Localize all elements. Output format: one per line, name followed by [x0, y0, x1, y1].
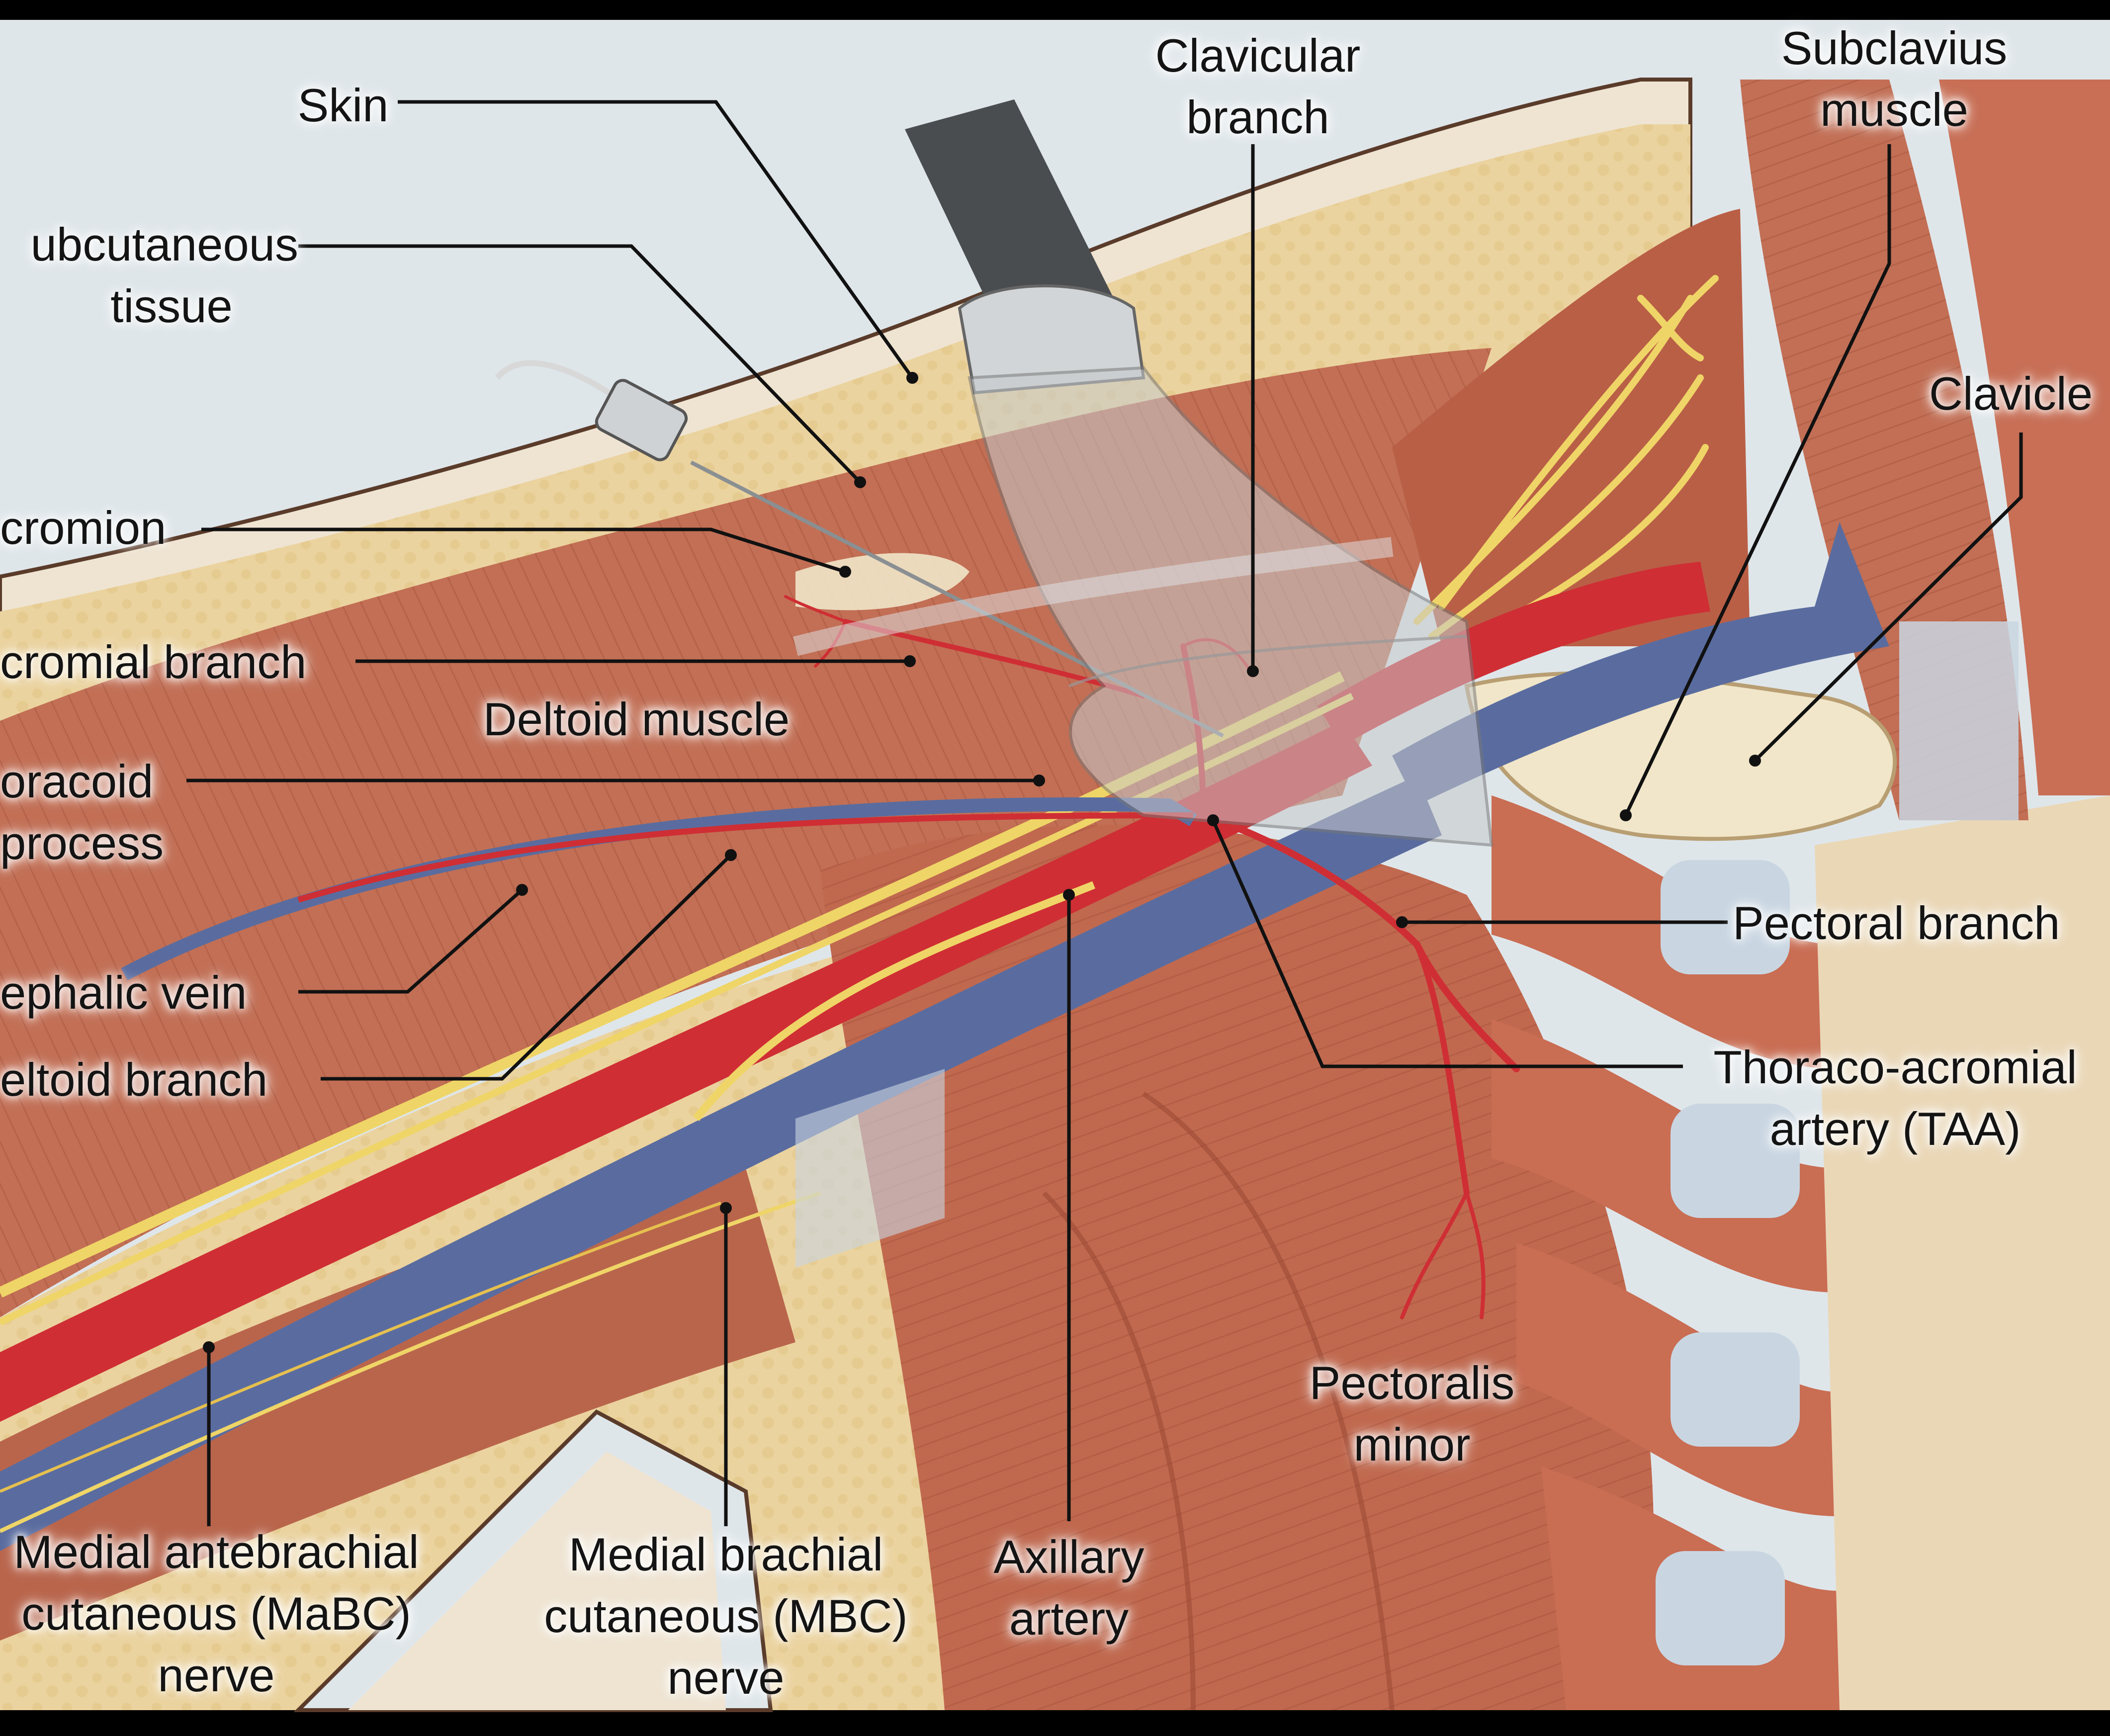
label-deltoid-branch: eltoid branch [0, 1053, 268, 1106]
biceps-region [0, 1168, 795, 1641]
subclavian-vein [1392, 522, 1889, 805]
leader-lines [186, 100, 2023, 1526]
leader-dots [203, 372, 1761, 1353]
label-acromion: cromion [0, 502, 167, 554]
label-mbc-nerve: Medial brachial cutaneous (MBC) nerve [544, 1528, 908, 1704]
ultrasound-probe [905, 99, 1494, 847]
label-subclavius-muscle: Subclavius muscle [1781, 22, 2008, 136]
axillary-artery-shape [0, 721, 1372, 1422]
label-pectoralis-minor: Pectoralis minor [1309, 1357, 1515, 1471]
label-coracoid-process: oracoid process [0, 755, 164, 869]
label-skin: Skin [297, 79, 389, 131]
label-mabc-nerve: Medial antebrachial cutaneous (MaBC) ner… [13, 1526, 419, 1701]
label-acromial-branch: cromial branch [0, 636, 307, 688]
acromion-shape [795, 553, 969, 610]
label-subcutaneous-tissue: ubcutaneous tissue [30, 218, 298, 332]
label-cephalic-vein: ephalic vein [0, 966, 247, 1019]
mabc-nerve-shape [0, 1191, 821, 1533]
label-clavicle: Clavicle [1929, 367, 2093, 420]
label-pectoral-branch: Pectoral branch [1733, 897, 2060, 949]
label-axillary-artery: Axillary artery [993, 1531, 1144, 1645]
label-deltoid-muscle: Deltoid muscle [483, 693, 790, 745]
label-thoraco-acromial-artery: Thoraco-acromial artery (TAA) [1713, 1041, 2077, 1155]
axillary-vein [0, 776, 1442, 1551]
deltoid-branch-shape [297, 812, 1194, 903]
ribs [1492, 795, 2110, 1710]
label-clavicular-branch: Clavicular branch [1155, 29, 1361, 143]
